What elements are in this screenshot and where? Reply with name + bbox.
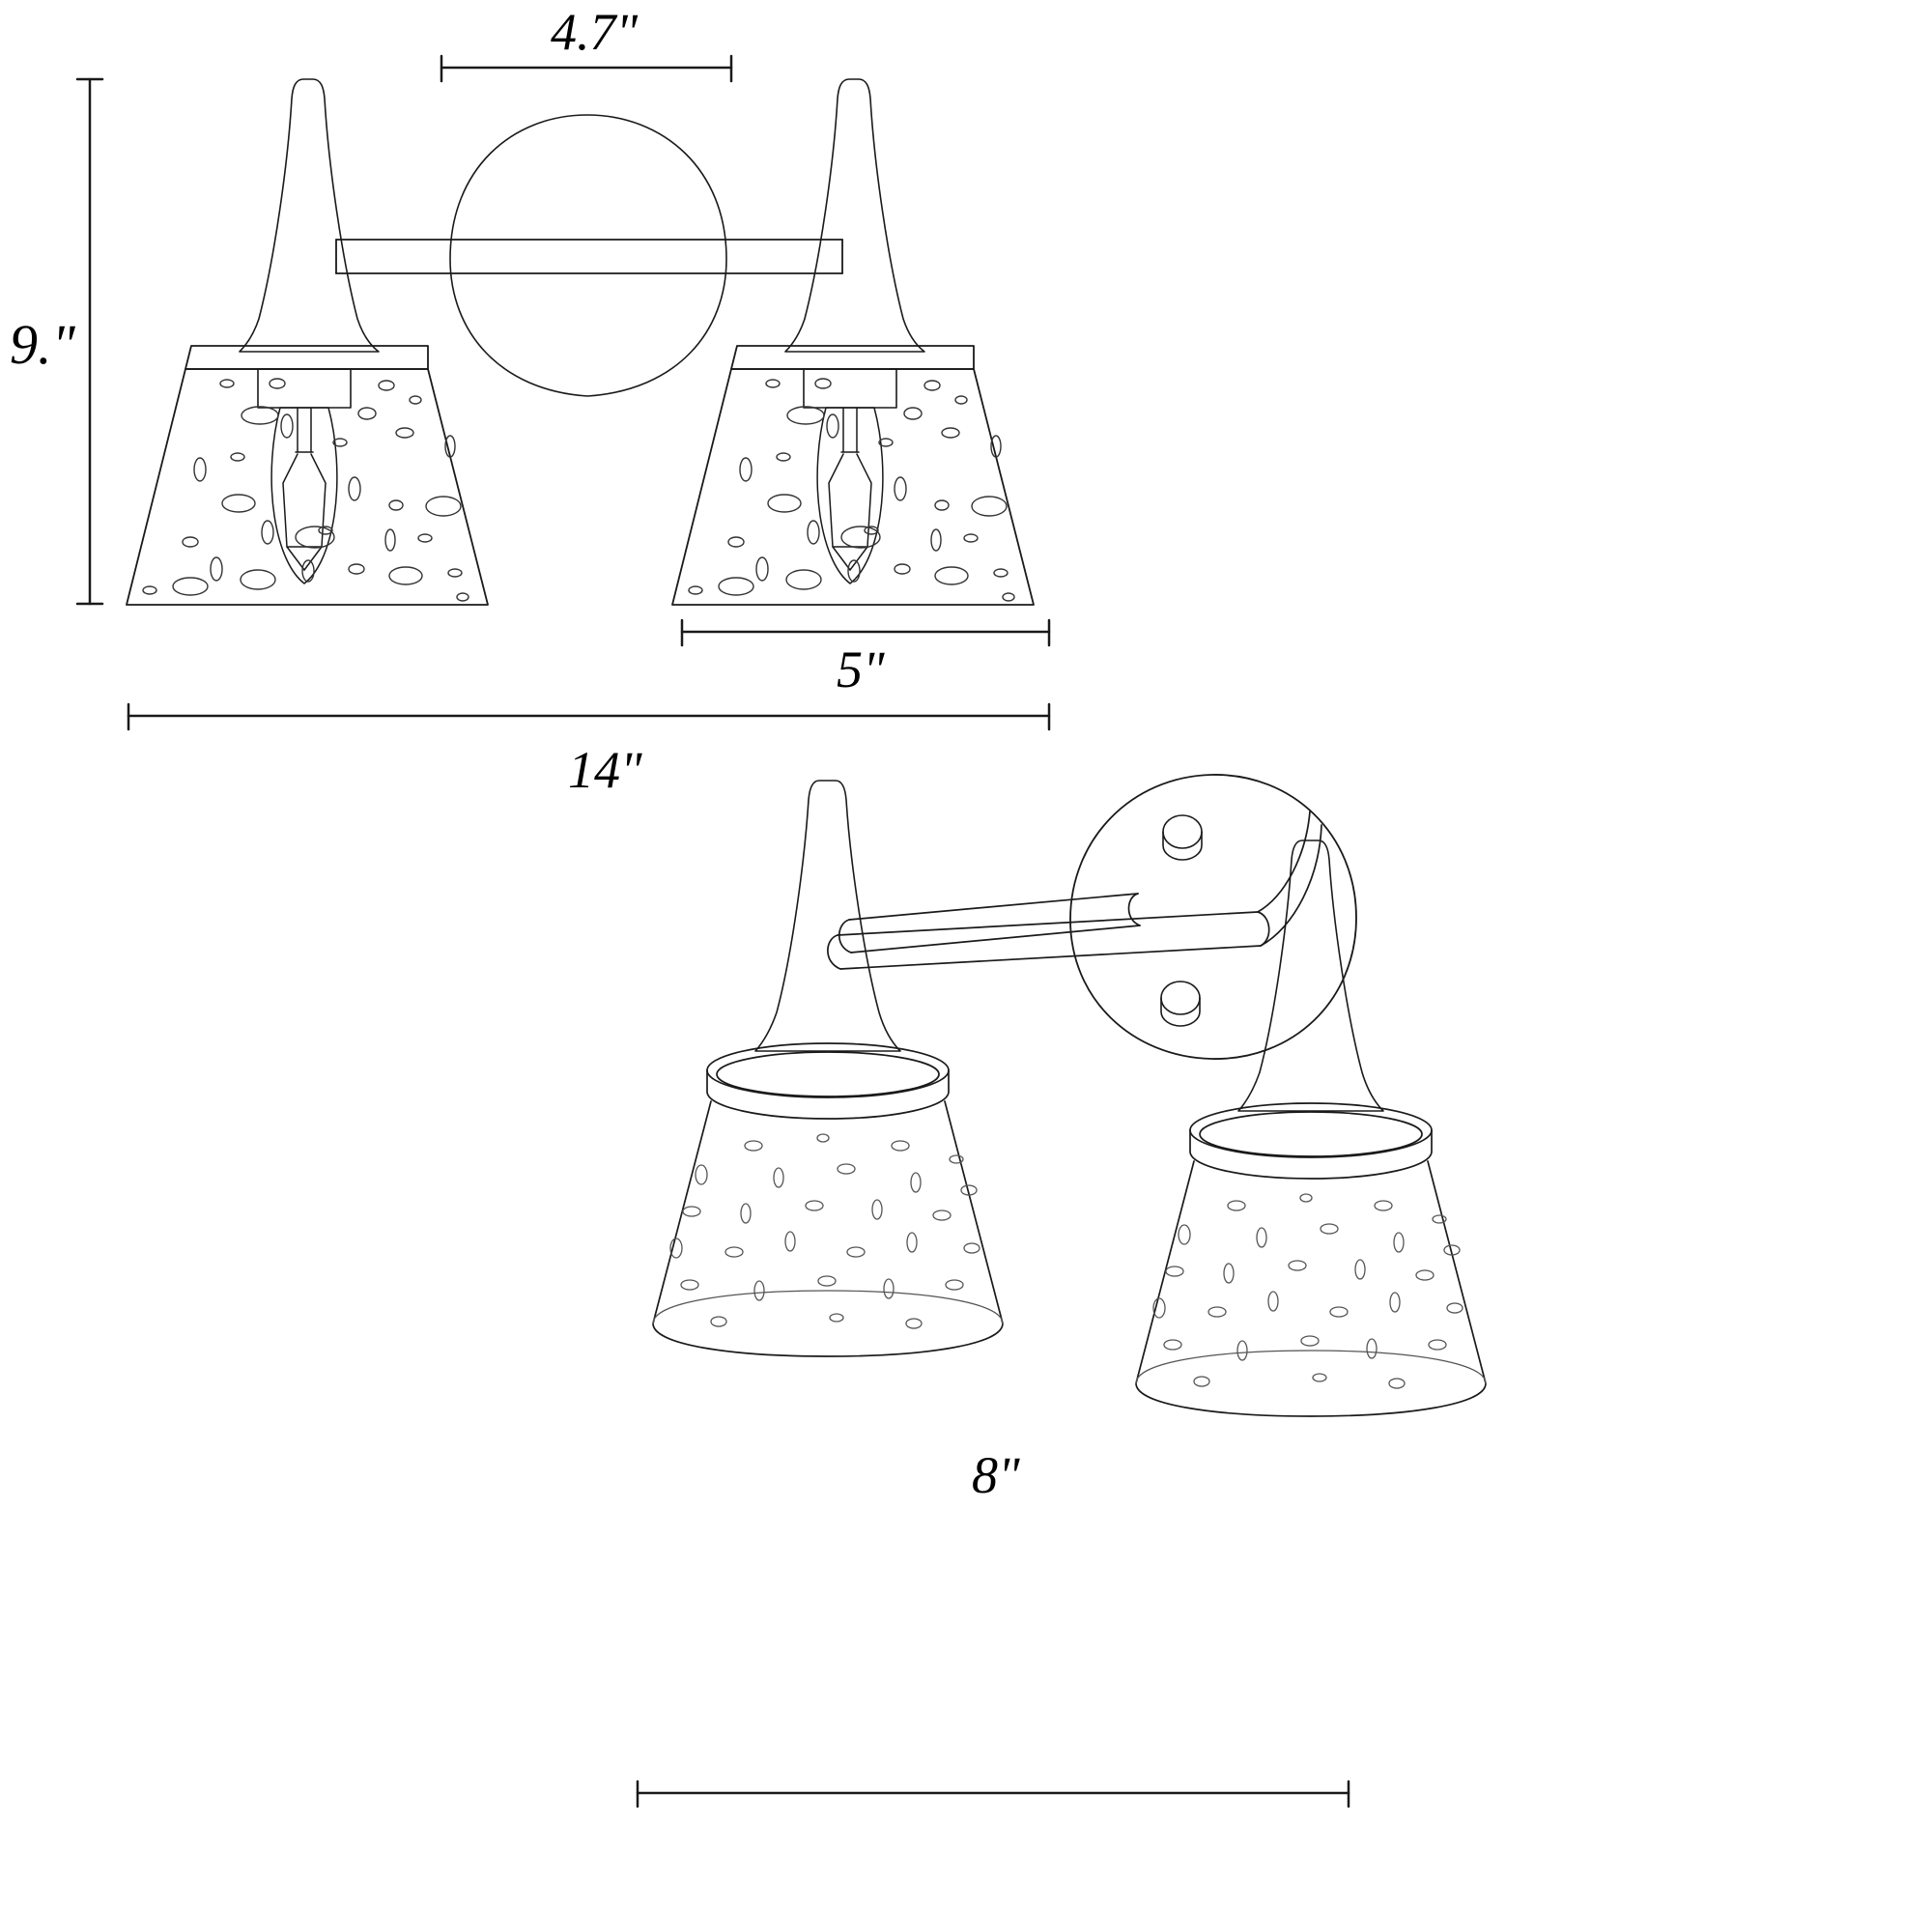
right-finial — [784, 78, 925, 353]
left-shade-perspective — [652, 1100, 1004, 1357]
right-finial-perspective — [1237, 840, 1384, 1112]
dimension-label-backplate-width: 4.7" — [551, 3, 639, 61]
right-shade-collar-perspective — [1189, 1102, 1433, 1180]
left-finial — [239, 78, 380, 353]
mounting-screw-upper — [1162, 814, 1203, 861]
dimension-label-overall-width: 14" — [568, 741, 642, 799]
arm-wall-joint — [1257, 811, 1322, 947]
dimension-label-extension-depth: 8" — [972, 1446, 1020, 1504]
mounting-screw-lower — [1160, 981, 1201, 1027]
angled-arm-upper — [838, 893, 1141, 954]
round-backplate — [449, 114, 727, 397]
dimension-line-extension-depth — [636, 1779, 1350, 1808]
round-wall-plate — [1069, 774, 1357, 1060]
dimension-line-shade-width — [680, 618, 1051, 647]
left-shade-collar-perspective — [706, 1042, 950, 1120]
angled-arm-lower — [827, 911, 1270, 970]
left-shade-rim — [185, 345, 429, 370]
dimension-label-shade-width: 5" — [837, 640, 885, 698]
right-shade-perspective — [1135, 1160, 1487, 1417]
right-shade — [671, 368, 1035, 606]
right-shade-bubbles — [688, 378, 1015, 602]
left-socket — [257, 368, 352, 409]
right-shade-rim — [730, 345, 975, 370]
right-bulb — [816, 407, 884, 584]
left-bulb — [270, 407, 338, 584]
dimension-line-backplate-width — [440, 54, 733, 83]
left-shade-bubbles-perspective — [669, 1133, 980, 1329]
left-shade — [126, 368, 489, 606]
dimension-label-fixture-height: 9." — [10, 313, 75, 376]
left-shade-bubbles — [142, 378, 469, 602]
left-finial-perspective — [754, 780, 901, 1052]
right-shade-bubbles-perspective — [1152, 1193, 1463, 1389]
right-socket — [803, 368, 897, 409]
dimension-line-fixture-height — [75, 77, 104, 606]
dimension-line-overall-width — [127, 702, 1051, 731]
horizontal-crossbar — [335, 239, 843, 274]
